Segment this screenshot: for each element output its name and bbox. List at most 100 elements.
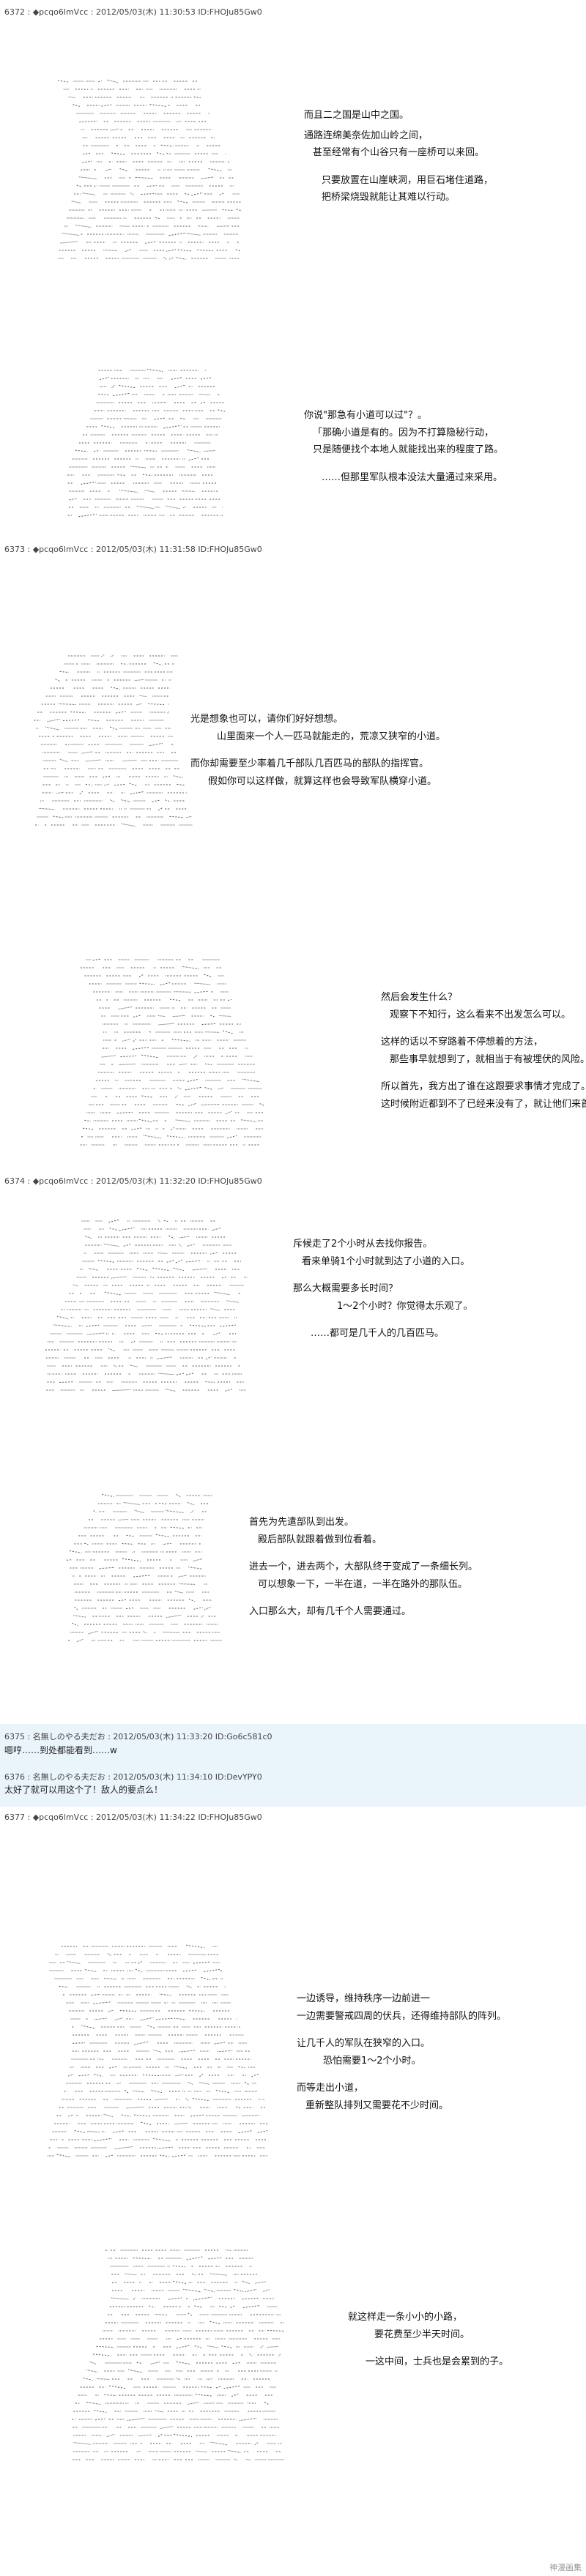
- aa-stroke: [245, 2288, 257, 2293]
- aa-stroke: [187, 1501, 195, 1506]
- aa-stroke: [195, 2394, 213, 2397]
- line: 「那确小道是有的。因为不打算隐秘行动，: [313, 427, 494, 438]
- aa-stroke: [171, 1039, 190, 1042]
- aa-stroke: [240, 1119, 256, 1122]
- aa-stroke: [116, 1111, 133, 1114]
- aa-stroke: [73, 2042, 86, 2044]
- aa-stroke: [178, 1243, 182, 1247]
- aa-stroke: [110, 128, 119, 131]
- aa-stroke: [119, 385, 136, 388]
- aa-marching-column: [47, 1944, 268, 2158]
- aa-stroke: [188, 2106, 192, 2109]
- post-header: 6374 : ◆pcqo6lmVcc : 2012/05/03(木) 11:32…: [4, 1176, 262, 1186]
- aa-stroke: [244, 2091, 258, 2092]
- ascii-art-illustration: [51, 366, 242, 523]
- aa-stroke: [74, 2130, 86, 2133]
- aa-stroke: [222, 209, 234, 211]
- aa-stroke: [130, 1340, 136, 1343]
- aa-stroke: [136, 2362, 143, 2364]
- aa-stroke: [205, 1381, 216, 1383]
- line: 1～2个小时？你觉得太乐观了。: [337, 1300, 473, 1312]
- aa-stroke: [210, 1308, 220, 1311]
- aa-stroke: [185, 2098, 189, 2101]
- aa-stroke: [107, 1953, 111, 1956]
- aa-stroke: [133, 1038, 137, 1042]
- aa-stroke: [192, 2273, 196, 2276]
- aa-stroke: [165, 799, 171, 802]
- aa-stroke: [221, 1276, 228, 1279]
- aa-stroke: [245, 2081, 250, 2086]
- aa-stroke: [219, 2305, 227, 2308]
- aa-stroke: [175, 1259, 183, 1263]
- aa-stroke: [255, 2281, 266, 2284]
- post-header: 6377 : ◆pcqo6lmVcc : 2012/05/03(木) 11:34…: [4, 1812, 262, 1822]
- ascii-art-illustration: [51, 1491, 238, 1645]
- aa-stroke: [169, 815, 183, 818]
- aa-stroke: [150, 2362, 160, 2364]
- aa-stroke: [188, 1102, 197, 1107]
- aa-stroke: [125, 2273, 137, 2276]
- aa-stroke: [188, 457, 199, 461]
- aa-stroke: [226, 1300, 240, 1303]
- aa-stroke: [119, 1227, 135, 1231]
- aa-stroke: [139, 695, 147, 698]
- aa-stroke: [278, 2353, 281, 2356]
- aa-stroke: [134, 1509, 144, 1514]
- aa-stroke: [86, 2369, 98, 2373]
- aa-stroke: [101, 104, 112, 107]
- aa-stroke: [206, 2378, 213, 2380]
- aa-stroke: [188, 2082, 193, 2085]
- aa-stroke: [106, 79, 119, 83]
- line: 重新整队排列又需要花不少时间。: [305, 2099, 449, 2111]
- aa-stroke: [104, 1291, 122, 1296]
- aa-stroke: [168, 232, 185, 236]
- aa-stroke: [186, 1985, 192, 1988]
- aa-stroke: [177, 201, 189, 204]
- aa-stroke: [96, 2345, 115, 2348]
- aa-stroke: [83, 2377, 93, 2381]
- aa-stroke: [171, 1127, 174, 1131]
- aa-stroke: [105, 168, 112, 171]
- aa-stroke: [55, 679, 61, 682]
- aa-stroke: [267, 2346, 279, 2348]
- aa-stroke: [196, 2450, 207, 2453]
- aa-scout-report: [45, 1220, 248, 1392]
- aa-stroke: [119, 1599, 126, 1602]
- aa-stroke: [166, 1510, 184, 1513]
- aa-stroke: [56, 791, 64, 794]
- aa-stroke: [179, 1063, 188, 1066]
- aa-stroke: [56, 2154, 72, 2158]
- aa-stroke: [194, 2345, 202, 2348]
- line: 那么大概需要多长时间？: [293, 1283, 398, 1295]
- aa-stroke: [155, 1534, 171, 1538]
- aa-stroke: [81, 2025, 96, 2029]
- aa-stroke: [122, 1039, 130, 1042]
- aa-stroke: [201, 1615, 204, 1618]
- aa-stroke: [78, 513, 97, 518]
- aa-stroke: [103, 775, 111, 778]
- aa-stroke: [194, 982, 211, 985]
- aa-stroke: [158, 1023, 175, 1026]
- aa-stroke: [81, 751, 93, 754]
- aa-stroke: [141, 193, 155, 195]
- aa-stroke: [154, 417, 166, 420]
- aa-stroke: [94, 450, 100, 452]
- aa-stroke: [157, 2433, 163, 2438]
- aa-stroke: [169, 257, 174, 260]
- aa-stroke: [130, 466, 146, 468]
- line: 甚至经常有个山谷只有一座桥可以来回。: [313, 147, 485, 159]
- aa-stroke: [133, 2297, 137, 2300]
- aa-stroke: [74, 1606, 78, 1610]
- aa-stroke: [126, 2106, 144, 2109]
- aa-stroke: [187, 1079, 198, 1082]
- aa-stroke: [76, 184, 82, 187]
- aa-stroke: [151, 2089, 163, 2094]
- aa-stroke: [59, 1985, 69, 1988]
- aa-stroke: [148, 2305, 155, 2308]
- aa-stroke: [168, 1235, 175, 1239]
- aa-stroke: [116, 2083, 121, 2084]
- aa-stroke: [109, 1228, 117, 1231]
- aa-stroke: [221, 2345, 233, 2348]
- aa-stroke: [129, 1364, 138, 1367]
- aa-stroke: [110, 654, 114, 657]
